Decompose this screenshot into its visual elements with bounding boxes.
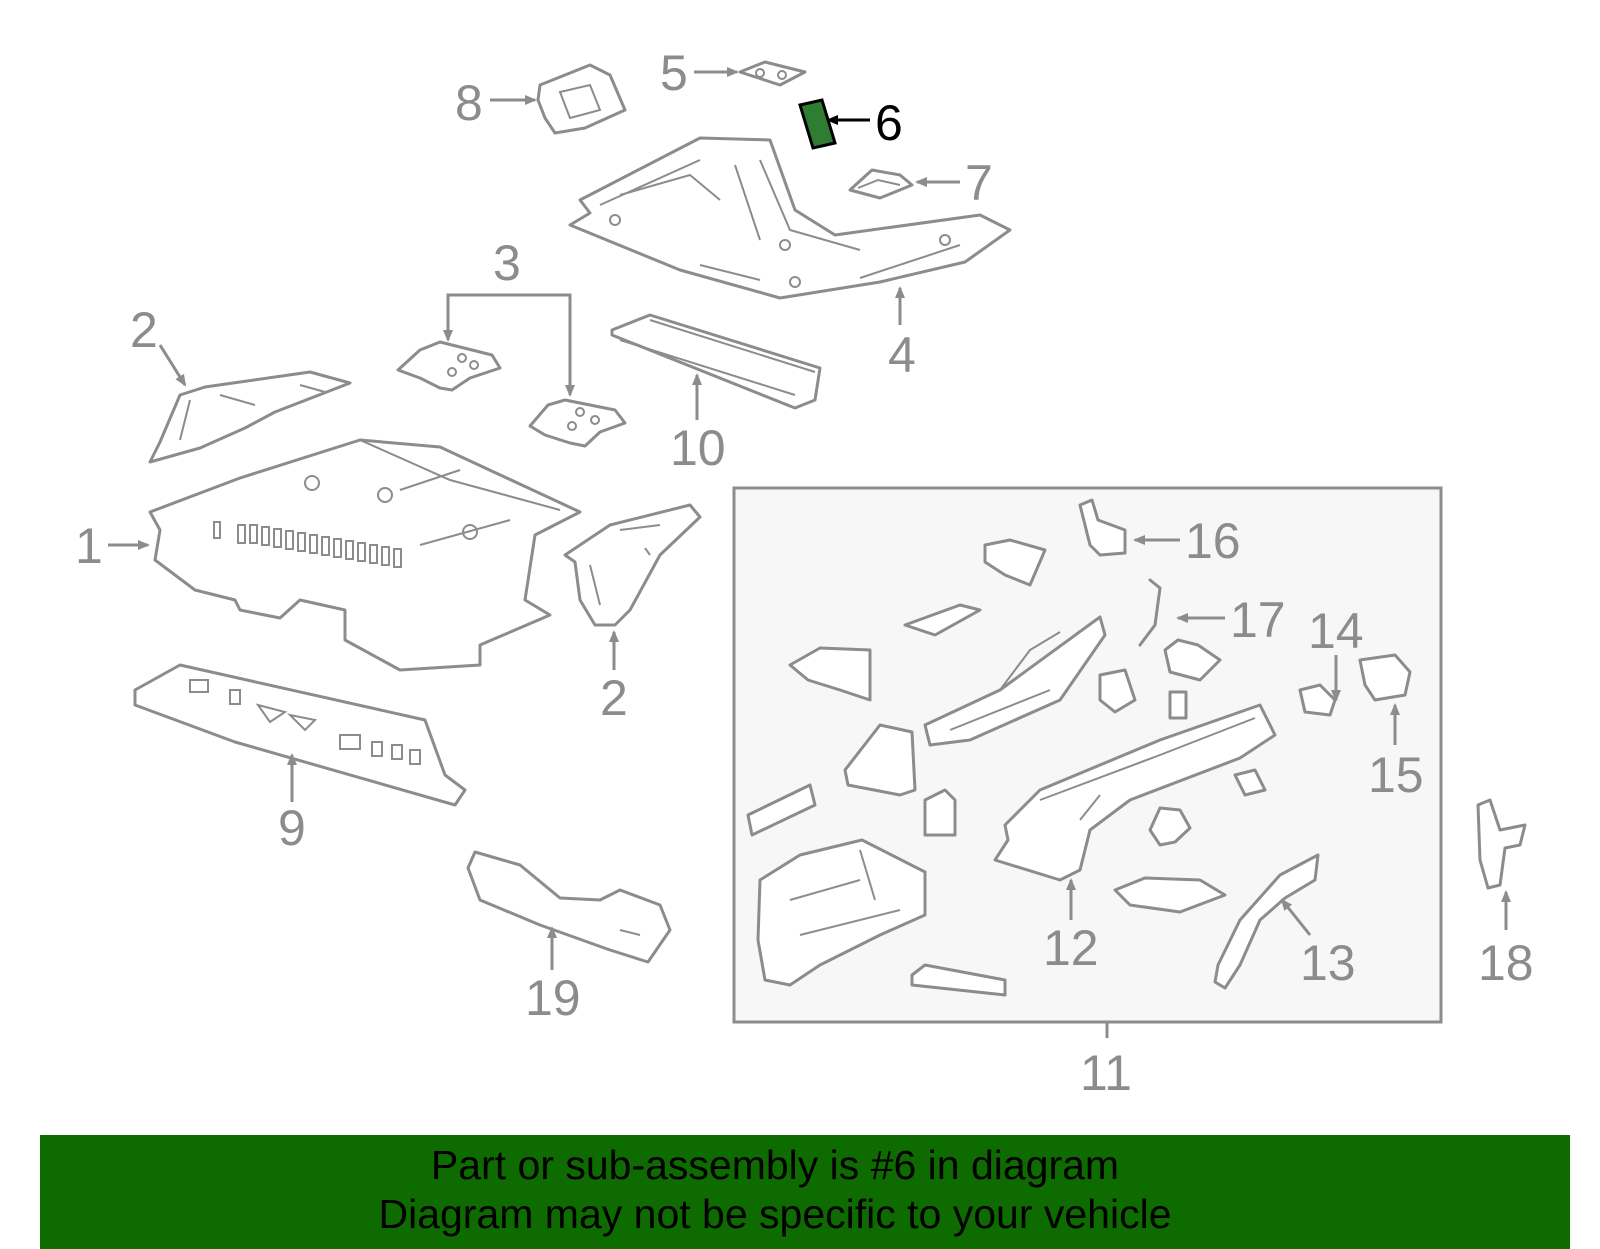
callout-9: 9	[278, 800, 306, 856]
banner-line-2: Diagram may not be specific to your vehi…	[378, 1191, 1172, 1237]
callout-8: 8	[455, 75, 483, 131]
callout-14: 14	[1308, 603, 1364, 659]
leader-lines	[108, 67, 1511, 1038]
part-3-brackets	[396, 340, 627, 448]
callout-19: 19	[525, 970, 581, 1026]
callout-2-left: 2	[130, 302, 158, 358]
callout-5: 5	[660, 45, 688, 101]
part-11-assembly-box	[732, 486, 1443, 1024]
callout-2-right: 2	[600, 670, 628, 726]
part-18-bracket	[1476, 798, 1527, 890]
callout-12: 12	[1043, 920, 1099, 976]
part-7-bracket	[848, 168, 914, 200]
callout-17: 17	[1230, 592, 1286, 648]
part-6-highlighted[interactable]	[798, 98, 837, 150]
callout-3: 3	[493, 235, 521, 291]
callout-1: 1	[75, 518, 103, 574]
parts-diagram: 1 2 2 3 4 5 6 7 8 9 10 11 12 13 14 15 16…	[75, 45, 1534, 1101]
part-19-panel	[466, 850, 672, 964]
part-5-plate	[738, 60, 807, 87]
callout-10: 10	[670, 420, 726, 476]
callout-11: 11	[1080, 1045, 1132, 1101]
part-8-bracket	[536, 63, 627, 135]
banner-line-1: Part or sub-assembly is #6 in diagram	[430, 1142, 1120, 1188]
callout-6: 6	[875, 95, 903, 151]
part-10-crossmember	[610, 313, 822, 410]
part-2-left-panel	[148, 370, 352, 464]
callout-18: 18	[1478, 935, 1534, 991]
callout-13: 13	[1300, 935, 1356, 991]
callout-4: 4	[888, 327, 916, 383]
part-1-floor-panel	[148, 438, 582, 672]
part-9-rear-crossmember	[133, 663, 467, 807]
callout-numbers: 1 2 2 3 4 5 6 7 8 9 10 11 12 13 14 15 16…	[75, 45, 1534, 1101]
part-4-rear-floor-pan	[568, 136, 1012, 300]
callout-15: 15	[1368, 747, 1424, 803]
part-2-right-panel	[563, 503, 702, 627]
info-banner: Part or sub-assembly is #6 in diagram Di…	[40, 1135, 1570, 1249]
callout-16: 16	[1185, 513, 1241, 569]
callout-7: 7	[965, 155, 993, 211]
